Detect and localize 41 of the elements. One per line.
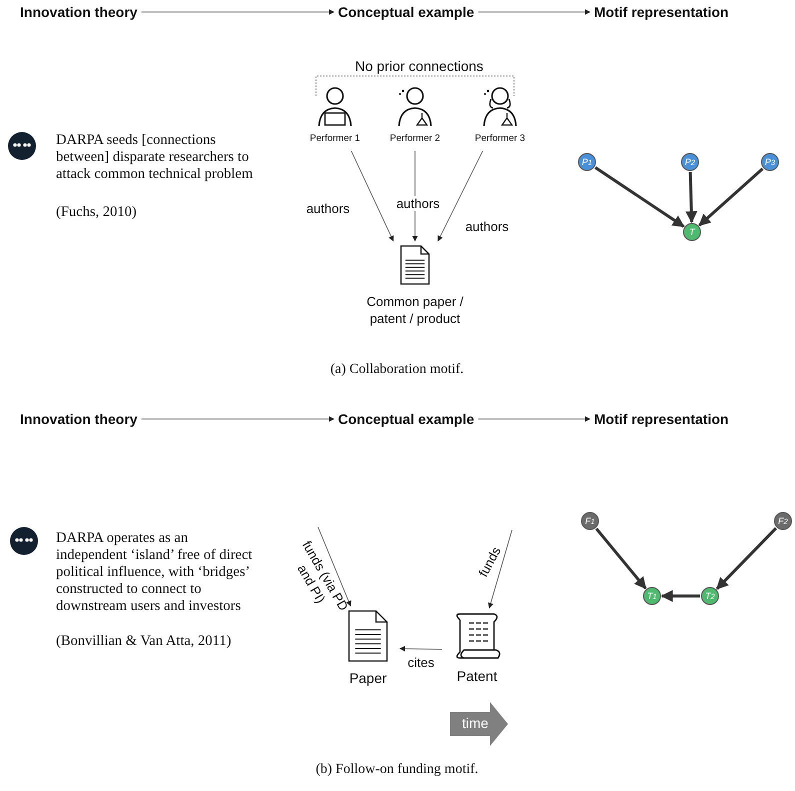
edge-label: authors: [395, 196, 441, 210]
arrow: [438, 150, 484, 242]
arrow: [399, 646, 442, 652]
node-label: Performer 3: [474, 133, 526, 144]
column-heading: Conceptual example: [338, 4, 474, 20]
arrow: [478, 416, 591, 422]
column-heading: Conceptual example: [338, 411, 474, 427]
caption: (b) Follow-on funding motif.: [316, 762, 478, 778]
arrow: [488, 530, 512, 609]
column-heading: Innovation theory: [20, 411, 138, 427]
node-label: Patent: [456, 668, 498, 684]
arrow: [716, 527, 778, 590]
motif-node: T: [683, 223, 701, 241]
arrow: [478, 9, 591, 15]
arrow: [698, 168, 764, 226]
edge-label: cites: [406, 654, 436, 670]
edge-label: authors: [305, 200, 351, 216]
column-heading: Motif representation: [594, 411, 729, 427]
column-heading: Innovation theory: [20, 4, 138, 20]
edge-label: authors: [464, 218, 510, 234]
citation: (Fuchs, 2010): [56, 204, 138, 221]
quote-text: DARPA operates as an independent ‘island’ free of direct political influence, with ‘bridges’ constructed to connect to downstream users and investors: [56, 530, 254, 615]
caption: (a) Collaboration motif.: [330, 362, 464, 378]
arrow: [685, 172, 698, 224]
arrow: [141, 9, 335, 15]
arrow: [660, 590, 700, 602]
node-label: Common paper / patent / product: [366, 293, 464, 327]
arrow: [318, 526, 352, 607]
edge-label: funds: [474, 543, 505, 582]
node-label: Performer 2: [388, 133, 442, 144]
arrow: [595, 528, 647, 590]
arrow: [594, 166, 685, 228]
node-label: Performer 1: [308, 133, 362, 144]
node-label: Paper: [348, 670, 388, 687]
bracket-label: No prior connections: [354, 58, 484, 74]
arrow-label: time: [461, 715, 490, 731]
citation: (Bonvillian & Van Atta, 2011): [56, 633, 232, 650]
column-heading: Motif representation: [594, 4, 729, 20]
quote-text: DARPA seeds [connections between] disparate researchers to attack common technical problem: [56, 132, 254, 183]
arrow: [141, 416, 335, 422]
arrow: [350, 150, 394, 242]
